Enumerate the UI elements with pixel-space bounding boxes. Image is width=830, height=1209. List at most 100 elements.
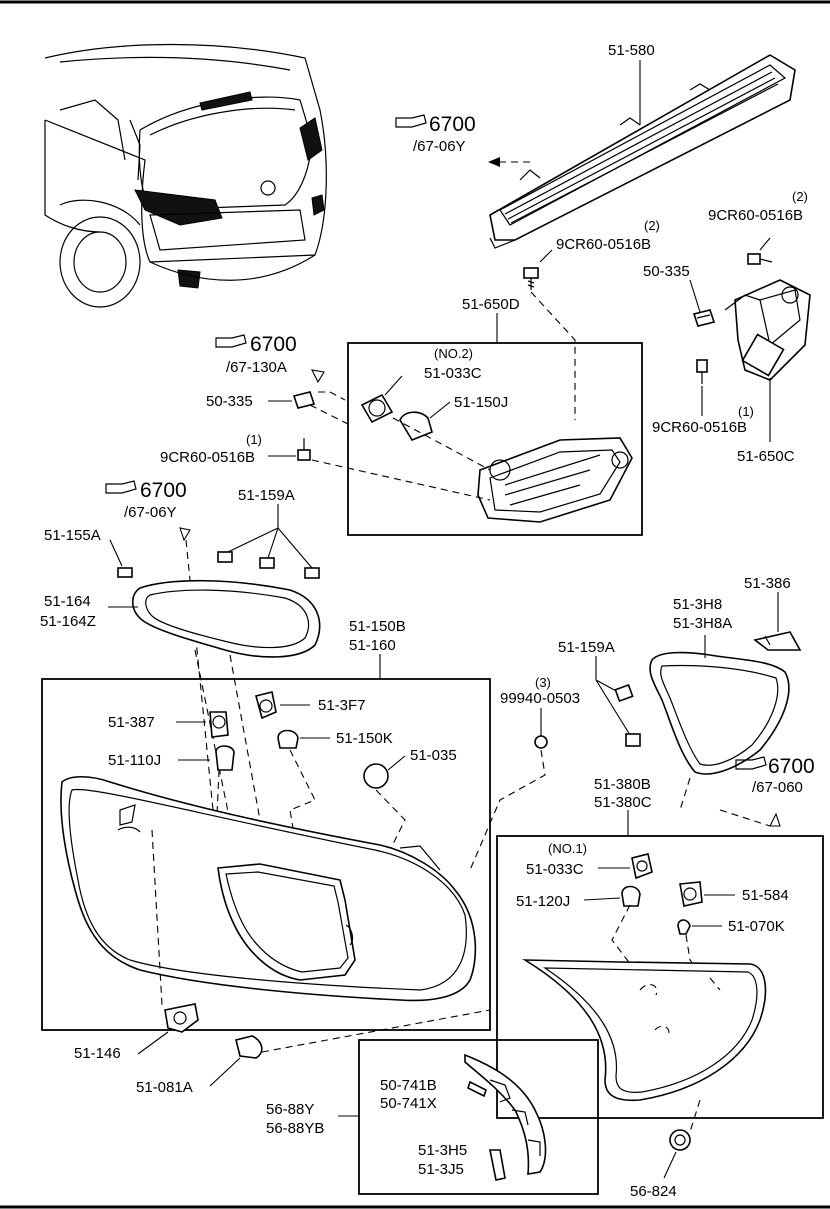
dash-ref-060 bbox=[679, 777, 691, 811]
ref-number: 6700 bbox=[250, 333, 297, 356]
label-51-035: 51-035 bbox=[410, 747, 457, 764]
screw-part-d bbox=[297, 438, 311, 461]
label-50-741B: 50-741B bbox=[380, 1077, 437, 1094]
ref-6700-67-06Y-top[interactable]: 6700 /67-06Y bbox=[395, 113, 476, 155]
label-50-741X: 50-741X bbox=[380, 1095, 437, 1112]
pads-51-159A-a bbox=[217, 504, 320, 579]
bulb-part-51-150K bbox=[277, 729, 299, 749]
leader-51-033C-a bbox=[384, 375, 403, 396]
leader-9cr-b bbox=[759, 237, 771, 251]
leader-51-120J bbox=[583, 897, 621, 901]
label-51-580: 51-580 bbox=[608, 42, 655, 59]
box-51-650D bbox=[347, 342, 643, 536]
label-no2: (NO.2) bbox=[434, 346, 473, 361]
dash-ref-060-b bbox=[719, 809, 771, 827]
dash-grommet bbox=[375, 789, 406, 851]
dash-clip-ref bbox=[318, 391, 346, 401]
rear-lamp-inner-part bbox=[522, 959, 767, 1102]
leader-51-155A bbox=[109, 539, 123, 567]
seal-part-51-386 bbox=[753, 631, 802, 651]
label-51-081A: 51-081A bbox=[136, 1079, 193, 1096]
ref-arrowhead-060 bbox=[769, 812, 781, 827]
box-51-150B bbox=[41, 678, 491, 1031]
dash-56-824 bbox=[689, 1099, 701, 1133]
label-56-88YB: 56-88YB bbox=[266, 1120, 324, 1137]
pointing-hand-icon bbox=[215, 334, 247, 348]
screw-part-c bbox=[696, 359, 708, 384]
label-51-110J: 51-110J bbox=[108, 752, 161, 769]
leader-51-150J bbox=[429, 401, 451, 419]
fastener-part-51-146 bbox=[164, 1003, 199, 1033]
bulb-part-51-120J bbox=[621, 885, 641, 907]
screw-part-a bbox=[523, 267, 539, 290]
ref-6700-67-060[interactable]: 6700 /67-060 bbox=[735, 755, 815, 796]
label-51-380B: 51-380B bbox=[594, 776, 651, 793]
leader-51-081A bbox=[209, 1057, 241, 1087]
label-51-3H5: 51-3H5 bbox=[418, 1142, 467, 1159]
label-50-335-l: 50-335 bbox=[206, 393, 253, 410]
label-9cr-c-qty: (1) bbox=[738, 404, 754, 419]
label-56-88Y: 56-88Y bbox=[266, 1101, 314, 1118]
box-56-88Y bbox=[358, 1039, 599, 1195]
nut-part-56-824-inner bbox=[674, 1134, 686, 1146]
dash-gasket-b bbox=[229, 654, 261, 821]
label-9cr-d: 9CR60-0516B bbox=[160, 449, 255, 466]
nut-part-99940 bbox=[534, 735, 548, 749]
label-51-155A: 51-155A bbox=[44, 527, 101, 544]
label-51-150B: 51-150B bbox=[349, 618, 406, 635]
dash-51-081A bbox=[261, 1009, 491, 1053]
ref-number: 6700 bbox=[768, 755, 815, 778]
label-51-3H8A: 51-3H8A bbox=[673, 615, 732, 632]
label-51-3J5: 51-3J5 bbox=[418, 1161, 464, 1178]
gasket-part-51-3H8 bbox=[649, 651, 790, 775]
dash-right-a bbox=[611, 904, 651, 991]
socket-part-51-387 bbox=[209, 711, 229, 738]
dash-650D-c bbox=[309, 404, 351, 426]
clip-part-50-335-left bbox=[292, 391, 316, 409]
ref-arrowhead-130a bbox=[311, 369, 325, 384]
rear-combination-lamp-outer-part bbox=[60, 775, 477, 1002]
clip-part-51-3H5 bbox=[489, 1149, 506, 1181]
label-9cr-b-qty: (2) bbox=[792, 189, 808, 204]
dash-99940 bbox=[469, 749, 546, 871]
pads-51-159A-b bbox=[595, 656, 641, 747]
label-51-164Z: 51-164Z bbox=[40, 613, 96, 630]
label-51-3F7: 51-3F7 bbox=[318, 697, 366, 714]
garnish-part-56-88Y bbox=[464, 1053, 547, 1175]
label-51-159A-a: 51-159A bbox=[238, 487, 295, 504]
leader-51-035 bbox=[387, 755, 406, 771]
label-9cr-c: 9CR60-0516B bbox=[652, 419, 747, 436]
pad-part-51-155A bbox=[117, 567, 133, 578]
box-51-380B bbox=[496, 835, 824, 1119]
socket-part-51-584 bbox=[679, 881, 703, 907]
ref-arrowhead-left bbox=[179, 527, 191, 542]
label-56-824: 56-824 bbox=[630, 1183, 677, 1200]
label-9cr-d-qty: (1) bbox=[246, 432, 262, 447]
leader-50-335-r bbox=[689, 279, 701, 313]
label-9cr-a: 9CR60-0516B bbox=[556, 236, 651, 253]
label-51-386: 51-386 bbox=[744, 575, 791, 592]
dash-right-b bbox=[685, 934, 721, 1001]
leader-51-146 bbox=[137, 1031, 169, 1055]
leader-9cr-a bbox=[539, 249, 553, 263]
label-99940: 99940-0503 bbox=[500, 690, 580, 707]
label-51-033C-a: 51-033C bbox=[424, 365, 482, 382]
label-51-650C: 51-650C bbox=[737, 448, 795, 465]
screw-part-b bbox=[747, 253, 773, 265]
label-51-160: 51-160 bbox=[349, 637, 396, 654]
label-51-380C: 51-380C bbox=[594, 794, 652, 811]
bulb-part-51-150J bbox=[399, 411, 433, 441]
label-51-3H8: 51-3H8 bbox=[673, 596, 722, 613]
ref-arrowhead-top bbox=[488, 157, 500, 167]
ref-6700-67-130A[interactable]: 6700 /67-130A bbox=[215, 333, 297, 376]
label-51-164: 51-164 bbox=[44, 593, 91, 610]
vehicle-rear-illustration bbox=[44, 43, 327, 308]
ref-code: /67-130A bbox=[226, 359, 287, 376]
clip-part-50-335-right bbox=[692, 309, 716, 327]
ref-number: 6700 bbox=[140, 479, 187, 502]
label-51-150J: 51-150J bbox=[454, 394, 508, 411]
ref-6700-67-06Y-left[interactable]: 6700 /67-06Y bbox=[105, 479, 187, 521]
pointing-hand-icon bbox=[395, 114, 427, 128]
label-no1: (NO.1) bbox=[548, 841, 587, 856]
